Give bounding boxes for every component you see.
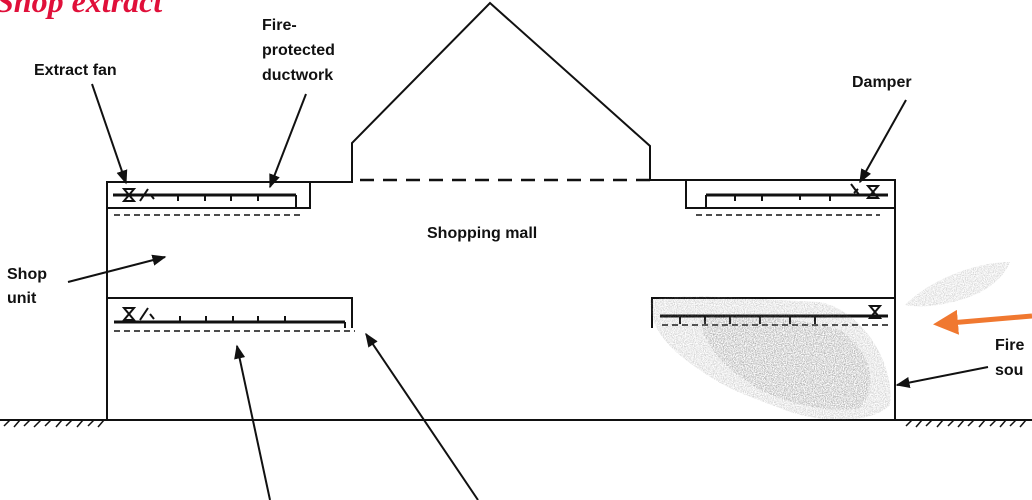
svg-text:sou: sou: [995, 362, 1023, 379]
lower-left-shop-duct: [107, 297, 355, 332]
building-outline: [106, 1, 896, 420]
label-shopping-mall: Shopping mall: [427, 225, 537, 242]
svg-text:ductwork: ductwork: [262, 67, 333, 84]
arrow-damper: [859, 99, 907, 184]
arrow-fire-source: [895, 366, 989, 389]
smoke-cloud: [650, 262, 1010, 420]
upper-left-shop-duct: [107, 182, 311, 216]
label-damper: Damper: [852, 74, 912, 91]
diagram-title: Shop extract: [0, 0, 163, 19]
upper-right-shop-duct: [685, 180, 895, 216]
svg-text:unit: unit: [7, 290, 37, 307]
svg-text:Fire: Fire: [995, 337, 1024, 354]
arrow-fire-protected-ductwork: [269, 93, 307, 189]
extract-fan-symbol-right: [865, 185, 881, 199]
svg-text:Shop: Shop: [7, 266, 47, 283]
svg-text:Fire-: Fire-: [262, 17, 297, 34]
damper-symbol: [139, 188, 155, 202]
ground-line: [0, 419, 1032, 428]
svg-text:protected: protected: [262, 42, 335, 59]
label-extract-fan: Extract fan: [34, 62, 117, 79]
arrow-shop-unit: [67, 254, 167, 283]
label-fire-protected-ductwork: Fire- protected ductwork: [262, 17, 335, 84]
arrow-extract-fan: [91, 83, 128, 185]
extract-fan-symbol: [121, 188, 137, 202]
arrow-lower-duct: [234, 344, 271, 500]
label-fire-source: Fire sou: [995, 337, 1024, 379]
arrow-lower-wall: [365, 332, 479, 500]
orange-highlight-arrow: [933, 309, 1032, 335]
damper-symbol-lower: [139, 307, 155, 321]
extract-fan-symbol-fire: [867, 305, 883, 319]
label-shop-unit: Shop unit: [7, 266, 47, 307]
extract-fan-symbol-lower: [121, 307, 137, 321]
damper-symbol-right: [850, 183, 861, 197]
